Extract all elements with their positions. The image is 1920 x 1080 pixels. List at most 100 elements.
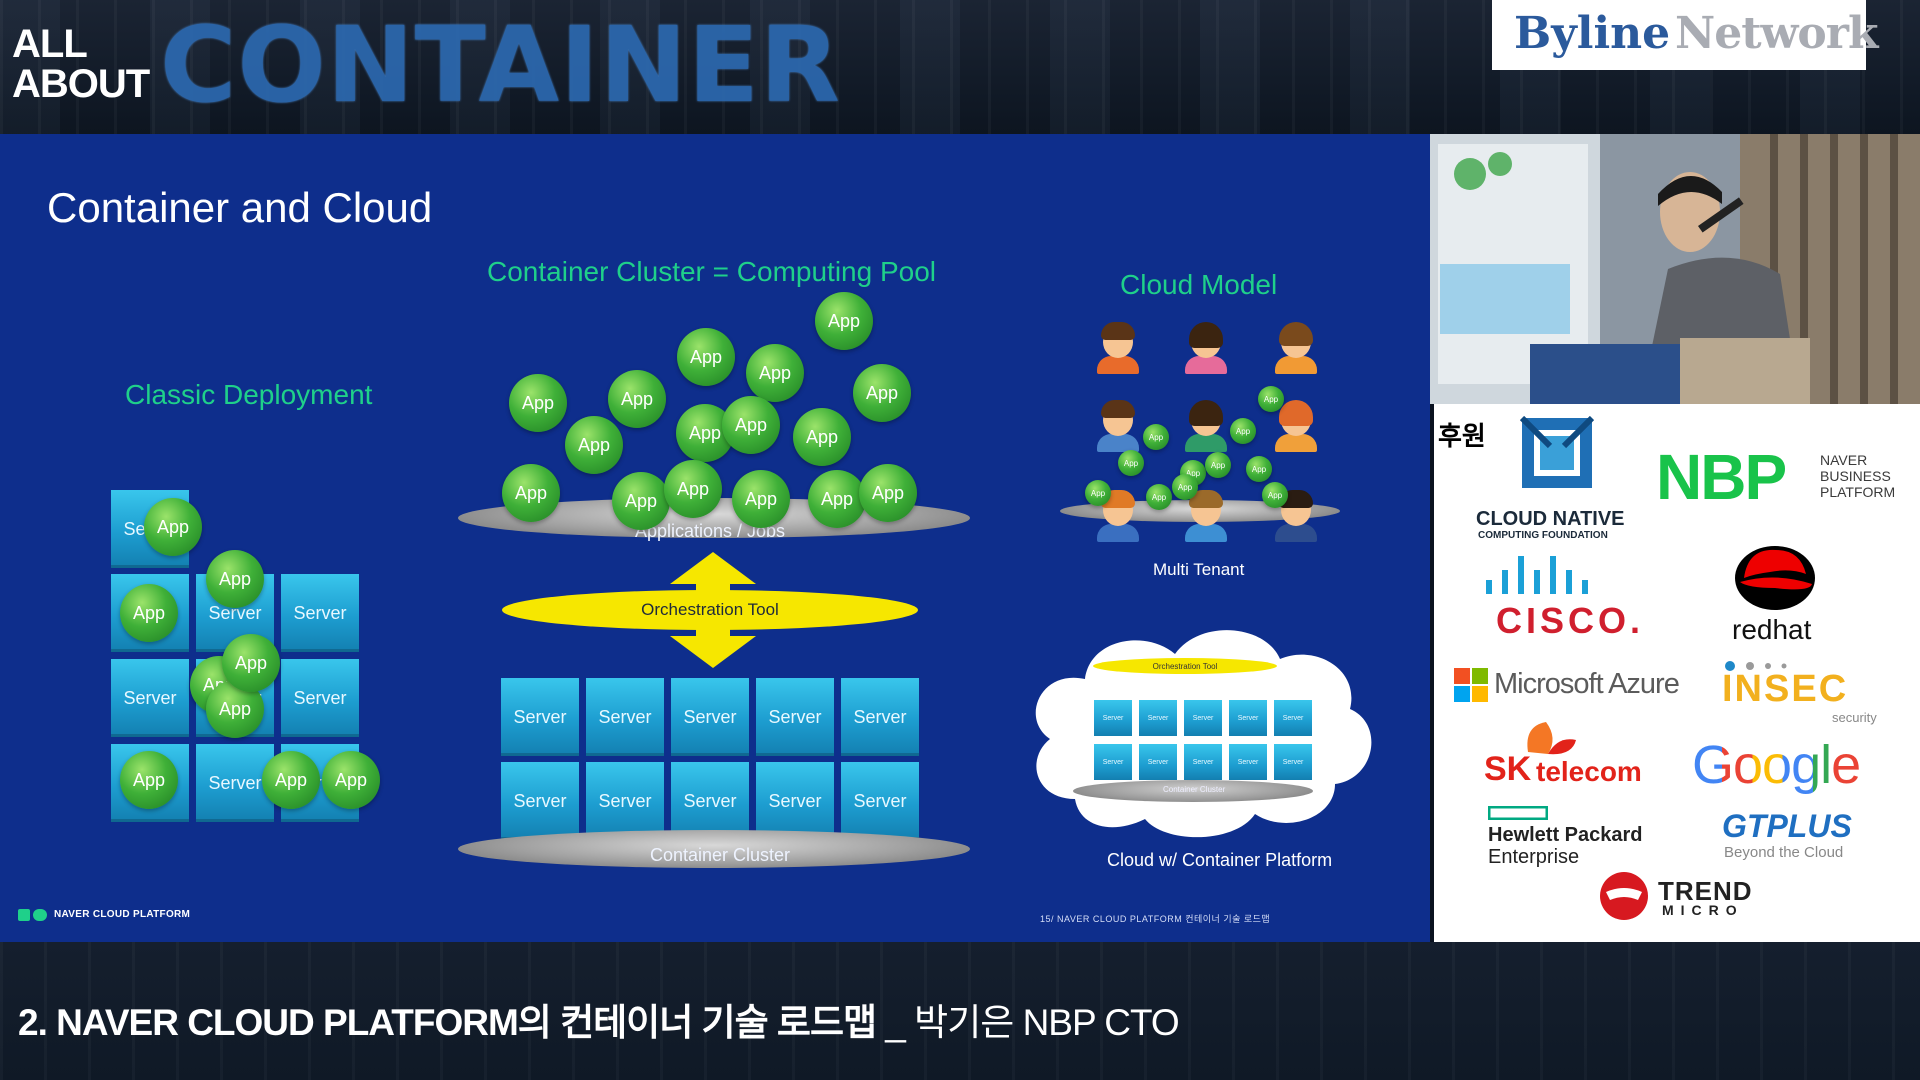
caption-banner: 2. NAVER CLOUD PLATFORM의 컨테이너 기술 로드맵 _ 박… [0,942,1920,1080]
app-label: App [1251,464,1267,474]
mini-server-box: Server [1229,744,1267,780]
app-label: App [758,362,792,383]
app-label: App [1185,468,1201,478]
cncf-name: CLOUD NATIVE [1476,508,1625,530]
applications-jobs-label: Applications / Jobs [634,521,786,541]
app-bubble: App [1258,386,1284,412]
server-box: Server [841,678,919,756]
app-bubble: App [746,344,804,402]
cloud-container-platform-label: Cloud w/ Container Platform [1107,850,1333,870]
sk-butterfly-icon [1527,722,1576,755]
naver-cloud-logo-icon [18,909,47,921]
user-avatar-icon [1095,318,1139,374]
server-box: Server [671,678,749,756]
server-label: Server [768,790,822,811]
redhat-logo: redhat [1732,614,1812,645]
app-label: App [1235,426,1251,436]
server-label: Server [293,602,347,623]
orchestration-tool-label: Orchestration Tool [502,590,918,630]
insec-dots-icon [1725,661,1787,671]
app-label: App [218,568,252,589]
nbp-sub-line3: PLATFORM [1820,484,1896,500]
app-label: App [688,422,722,443]
app-label: App [865,382,899,403]
micro-logo: MICRO [1662,902,1744,918]
app-label: App [1177,482,1193,492]
app-bubble: App [1118,450,1144,476]
mini-server-box: Server [1139,700,1177,736]
nbp-logo: NBP [1656,441,1787,513]
mini-cluster-platform [1073,780,1313,802]
app-label: App [334,769,368,790]
container-cluster-title: Container Cluster = Computing Pool [487,256,937,287]
app-label: App [620,388,654,409]
session-caption: 2. NAVER CLOUD PLATFORM의 컨테이너 기술 로드맵 _ 박… [18,992,1180,1046]
app-label: App [805,426,839,447]
server-box: Server [281,659,359,737]
app-label: App [1210,460,1226,470]
cloud-model-title: Cloud Model [1120,269,1278,300]
server-label: Server [683,706,737,727]
app-label: App [1123,458,1139,468]
app-bubble: App [612,472,670,530]
server-box: Server [501,762,579,840]
app-label: App [624,490,658,511]
server-box: Server [586,678,664,756]
multi-tenant-label: Multi Tenant [1153,560,1245,579]
insec-logo: INSEC [1722,668,1849,710]
app-label: App [234,652,268,673]
app-bubble: App [608,370,666,428]
event-title-container: CONTAINER [160,4,841,126]
server-label: Server [1282,758,1304,766]
google-logo: Google [1692,734,1861,796]
server-box: Server [586,762,664,840]
server-label: Server [853,790,907,811]
server-box: Server [111,659,189,737]
gtplus-subtitle: Beyond the Cloud [1724,844,1844,861]
microsoft-azure-logo: Microsoft Azure [1494,668,1680,700]
event-banner: ALL ABOUT CONTAINER Byline Network [0,0,1920,134]
server-label: Server [1237,714,1259,722]
server-label: Server [123,687,177,708]
sponsor-panel: 후원 CLOUD NATIVE COMPUTING FOUNDATION NBP… [1434,404,1920,942]
app-label: App [744,488,778,509]
event-title-line2: ABOUT [12,62,150,106]
cncf-logo-icon [1520,416,1594,488]
sk-logo: SK [1484,750,1532,788]
nbp-sub-line2: BUSINESS [1820,468,1891,484]
server-label: Server [1102,758,1124,766]
app-bubble: App [144,498,202,556]
telecom-logo: telecom [1536,756,1642,787]
sponsor-heading: 후원 [1438,422,1486,452]
slide-footer-brand: NAVER CLOUD PLATFORM [54,909,191,920]
app-bubble: App [859,464,917,522]
server-label: Server [1147,758,1169,766]
google-logo-text: Google [1692,735,1861,795]
app-label: App [734,414,768,435]
container-cluster-label: Container Cluster [649,845,791,865]
app-label: App [132,602,166,623]
session-title: 2. NAVER CLOUD PLATFORM의 컨테이너 기술 로드맵 [18,1002,877,1043]
hpe-logo-line2: Enterprise [1488,846,1580,868]
app-bubble: App [677,328,735,386]
mini-server-box: Server [1229,700,1267,736]
server-box: Server [671,762,749,840]
user-avatar-icon [1095,396,1139,452]
cisco-logo: CISCO. [1496,600,1645,641]
app-label: App [577,434,611,455]
app-bubble: App [502,464,560,522]
server-box: Server [501,678,579,756]
slide-title: Container and Cloud [47,184,433,231]
byline-logo-part1: Byline [1514,8,1671,59]
app-bubble: App [206,680,264,738]
server-box: Server [841,762,919,840]
classic-deployment-title: Classic Deployment [125,379,373,410]
trend-micro-logo-icon [1600,872,1648,920]
nbp-sub-line1: NAVER [1820,452,1868,468]
app-bubble: App [732,470,790,528]
app-label: App [132,769,166,790]
byline-logo-part2: Network [1675,8,1878,59]
user-avatar-icon [1183,486,1227,542]
speaker-camera-feed [1430,134,1920,404]
app-bubble: App [664,460,722,518]
